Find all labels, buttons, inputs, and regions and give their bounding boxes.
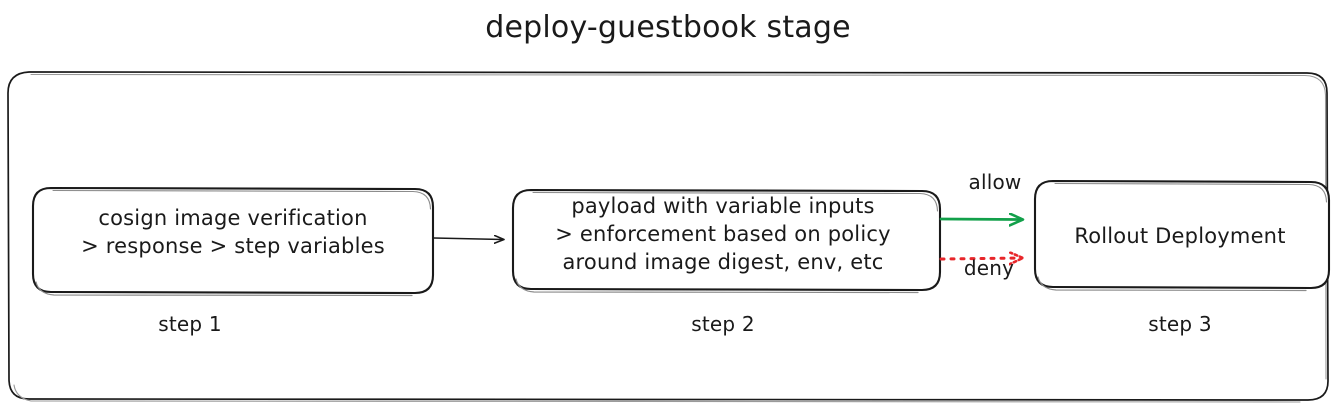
node-step3[interactable]: Rollout Deployment	[1035, 222, 1325, 250]
caption-step3: step 3	[1148, 312, 1212, 336]
edge-step1-step2	[433, 238, 503, 240]
node-step1[interactable]: cosign image verification > response > s…	[33, 204, 433, 260]
node-step2-line-2: > enforcement based on policy	[555, 222, 891, 246]
edge-allow	[939, 219, 1022, 220]
node-step2-line-3: around image digest, env, etc	[562, 250, 884, 274]
node-step2-line-1: payload with variable inputs	[571, 194, 875, 218]
edge-label-allow: allow	[968, 170, 1022, 194]
caption-step1: step 1	[158, 312, 222, 336]
node-step1-line-2: > response > step variables	[81, 234, 385, 258]
caption-step2: step 2	[691, 312, 755, 336]
node-step1-line-1: cosign image verification	[98, 206, 368, 230]
page-title: deploy-guestbook stage	[485, 10, 851, 45]
edge-label-deny: deny	[963, 256, 1015, 280]
node-step3-line-1: Rollout Deployment	[1074, 224, 1286, 248]
node-step2[interactable]: payload with variable inputs > enforceme…	[513, 192, 933, 276]
